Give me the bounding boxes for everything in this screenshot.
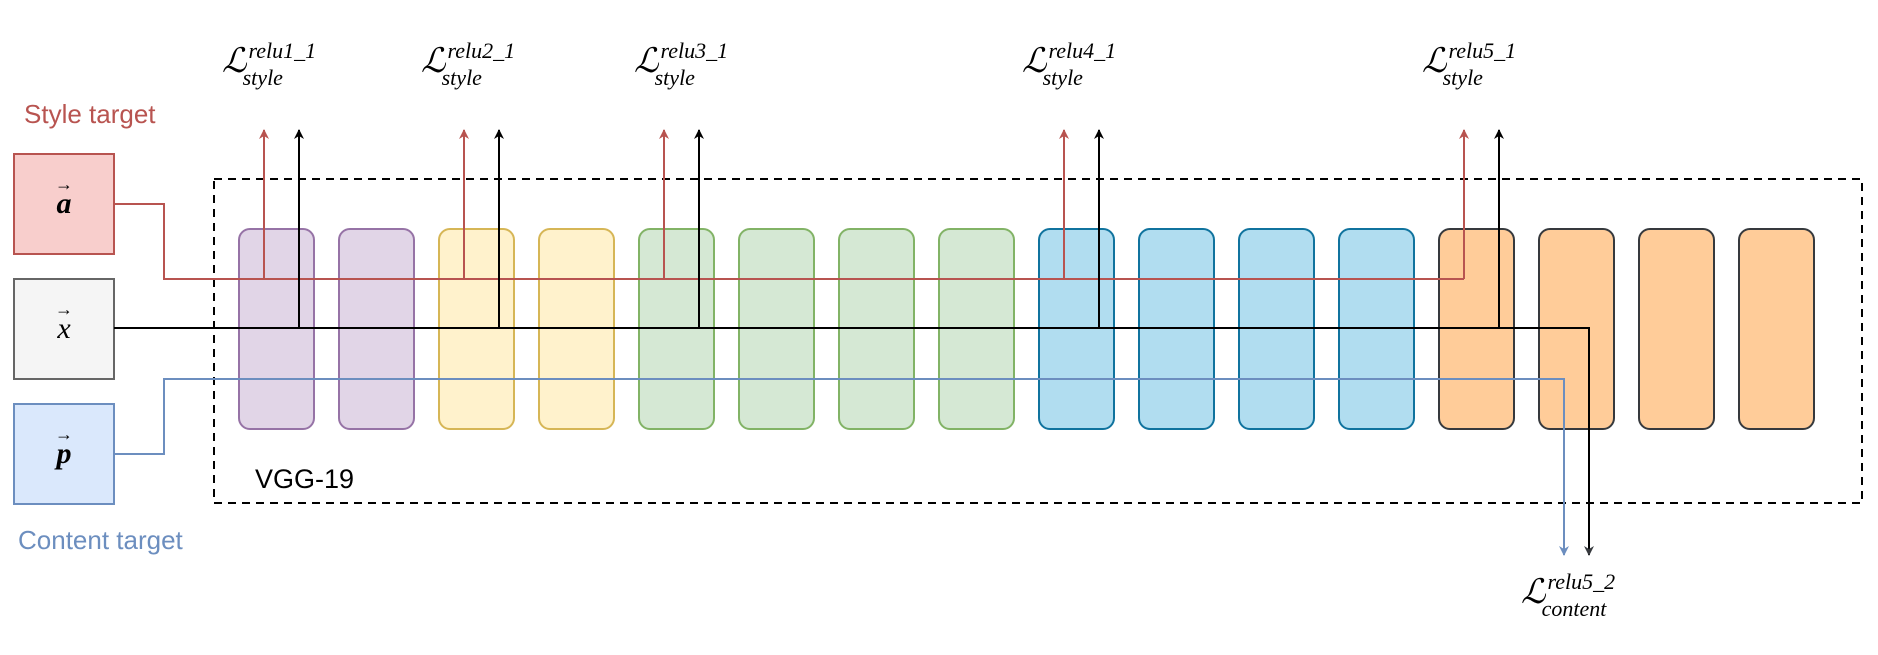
content-target-symbol: p (54, 437, 72, 470)
vector-arrow-icon: → (55, 299, 73, 319)
vector-arrow-icon: → (55, 174, 73, 194)
style-target-label: Style target (24, 99, 156, 129)
vgg19-container (213, 178, 1863, 504)
vgg-layer-block (1638, 228, 1715, 430)
style-feature-line (114, 203, 1464, 280)
vgg-layer-block (1738, 228, 1815, 430)
network-name-label: VGG-19 (255, 464, 354, 494)
connection-lines (114, 129, 1594, 556)
generated-image-symbol: x (56, 312, 71, 345)
content-target-label: Content target (18, 525, 184, 555)
generated-feature-line (114, 327, 1594, 556)
content-feature-line (114, 378, 1569, 556)
vector-arrow-icon: → (55, 424, 73, 444)
style-target-symbol: a (57, 187, 72, 220)
